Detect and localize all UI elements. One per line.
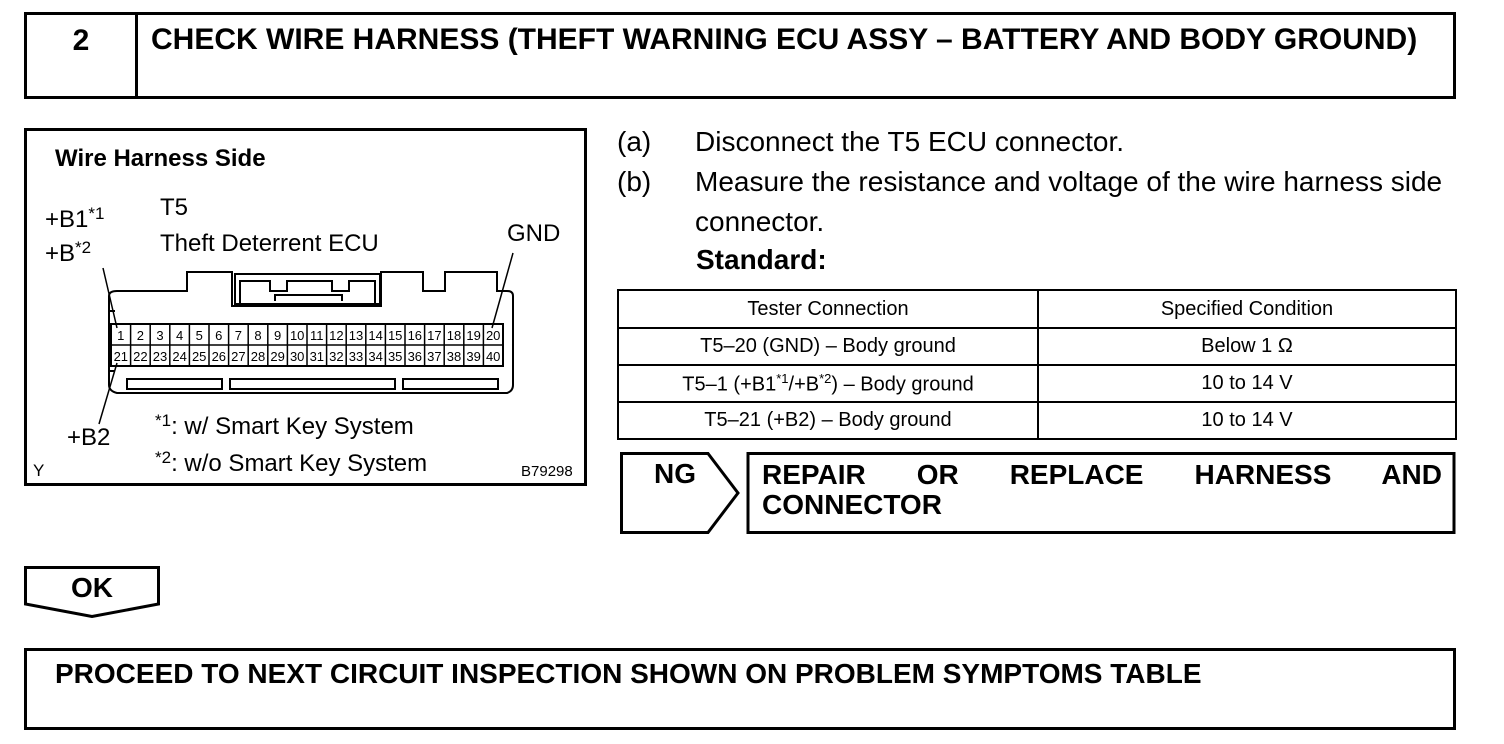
pin-label: 35 bbox=[388, 349, 402, 364]
spec-table: Tester Connection Specified Condition T5… bbox=[617, 289, 1457, 440]
step-number: 2 bbox=[27, 15, 138, 96]
pin-label: 12 bbox=[329, 328, 343, 343]
note-smart-key: *1: w/ Smart Key System bbox=[155, 411, 414, 440]
leader-lines bbox=[98, 252, 514, 425]
pin-label: 9 bbox=[274, 328, 281, 343]
pin-label: 7 bbox=[235, 328, 242, 343]
cell-condition: 10 to 14 V bbox=[1037, 401, 1457, 440]
step-b-label: (b) bbox=[617, 166, 652, 197]
pin-label: 24 bbox=[172, 349, 186, 364]
cell-connection: T5–21 (+B2) – Body ground bbox=[617, 401, 1039, 440]
pin-label: 21 bbox=[114, 349, 128, 364]
ng-arrow-shape bbox=[620, 452, 740, 534]
cell-condition: 10 to 14 V bbox=[1037, 364, 1457, 403]
step-b-text: Measure the resistance and voltage of th… bbox=[695, 166, 1443, 237]
cell-connection: T5–20 (GND) – Body ground bbox=[617, 327, 1039, 366]
pin-label: 1 bbox=[117, 328, 124, 343]
pin-label: 19 bbox=[466, 328, 480, 343]
pin-label: 14 bbox=[368, 328, 382, 343]
pin-label: 5 bbox=[196, 328, 203, 343]
pin-label: 34 bbox=[368, 349, 382, 364]
cell-condition: Below 1 Ω bbox=[1037, 327, 1457, 366]
pin-label: 31 bbox=[310, 349, 324, 364]
ng-action-box bbox=[746, 452, 1456, 534]
table-header-row: Tester Connection Specified Condition bbox=[617, 289, 1457, 329]
pin-label: 33 bbox=[349, 349, 363, 364]
connector-housing bbox=[108, 271, 514, 394]
step-a-label: (a) bbox=[617, 126, 652, 157]
step-a-text: Disconnect the T5 ECU connector. bbox=[695, 126, 1125, 157]
pin-label: 15 bbox=[388, 328, 402, 343]
step-header: 2 CHECK WIRE HARNESS (THEFT WARNING ECU … bbox=[24, 12, 1456, 99]
pin-label: 40 bbox=[486, 349, 500, 364]
step-title: CHECK WIRE HARNESS (THEFT WARNING ECU AS… bbox=[151, 23, 1418, 56]
pin-label: 11 bbox=[310, 328, 324, 343]
ok-label: OK bbox=[71, 572, 113, 603]
pin-label: 30 bbox=[290, 349, 304, 364]
pin-label: 36 bbox=[408, 349, 422, 364]
pin-label: 20 bbox=[486, 328, 500, 343]
label-gnd: GND bbox=[507, 220, 560, 247]
pin-label: 39 bbox=[466, 349, 480, 364]
connector-diagram: Wire Harness Side T5 Theft Deterrent ECU… bbox=[24, 128, 587, 486]
corner-letter: Y bbox=[33, 461, 44, 480]
diagram-heading: Wire Harness Side bbox=[55, 145, 266, 172]
pin-label: 8 bbox=[254, 328, 261, 343]
proceed-box: PROCEED TO NEXT CIRCUIT INSPECTION SHOWN… bbox=[24, 648, 1456, 730]
pin-label: 25 bbox=[192, 349, 206, 364]
pin-label: 10 bbox=[290, 328, 304, 343]
pin-label: 2 bbox=[137, 328, 144, 343]
pin-label: 4 bbox=[176, 328, 183, 343]
header-tester-connection: Tester Connection bbox=[617, 289, 1039, 329]
connector-code: T5 bbox=[160, 194, 188, 221]
pin-label: 6 bbox=[215, 328, 222, 343]
label-b1: +B1*1 bbox=[45, 204, 104, 233]
pin-label: 38 bbox=[447, 349, 461, 364]
standard-label: Standard: bbox=[696, 244, 827, 275]
header-specified-condition: Specified Condition bbox=[1037, 289, 1457, 329]
proceed-text: PROCEED TO NEXT CIRCUIT INSPECTION SHOWN… bbox=[55, 658, 1202, 689]
pin-label: 22 bbox=[133, 349, 147, 364]
ok-result: OK bbox=[24, 566, 160, 618]
pin-label: 23 bbox=[153, 349, 167, 364]
pin-label: 16 bbox=[408, 328, 422, 343]
ng-label: NG bbox=[654, 458, 696, 489]
table-row: T5–20 (GND) – Body ground Below 1 Ω bbox=[617, 327, 1457, 366]
label-b2: +B2 bbox=[67, 424, 110, 451]
pin-label: 37 bbox=[427, 349, 441, 364]
note-no-smart-key: *2: w/o Smart Key System bbox=[155, 448, 427, 477]
pin-grid bbox=[110, 323, 504, 367]
pin-label: 32 bbox=[329, 349, 343, 364]
ok-arrow-shape bbox=[24, 566, 160, 618]
table-row: T5–1 (+B1*1/+B*2) – Body ground 10 to 14… bbox=[617, 364, 1457, 403]
connector-name: Theft Deterrent ECU bbox=[160, 230, 379, 257]
pin-label: 28 bbox=[251, 349, 265, 364]
pin-label: 17 bbox=[427, 328, 441, 343]
label-b: +B*2 bbox=[45, 238, 91, 267]
figure-id: B79298 bbox=[521, 463, 573, 480]
pin-label: 13 bbox=[349, 328, 363, 343]
ng-result: NG REPAIR OR REPLACE HARNESS AND CONNECT… bbox=[620, 452, 1456, 534]
pin-label: 29 bbox=[270, 349, 284, 364]
pin-label: 18 bbox=[447, 328, 461, 343]
pin-label: 3 bbox=[156, 328, 163, 343]
ng-action-text: REPAIR OR REPLACE HARNESS AND CONNECTOR bbox=[762, 459, 1442, 520]
pin-label: 27 bbox=[231, 349, 245, 364]
table-row: T5–21 (+B2) – Body ground 10 to 14 V bbox=[617, 401, 1457, 440]
pin-label: 26 bbox=[212, 349, 226, 364]
cell-connection: T5–1 (+B1*1/+B*2) – Body ground bbox=[617, 364, 1039, 403]
